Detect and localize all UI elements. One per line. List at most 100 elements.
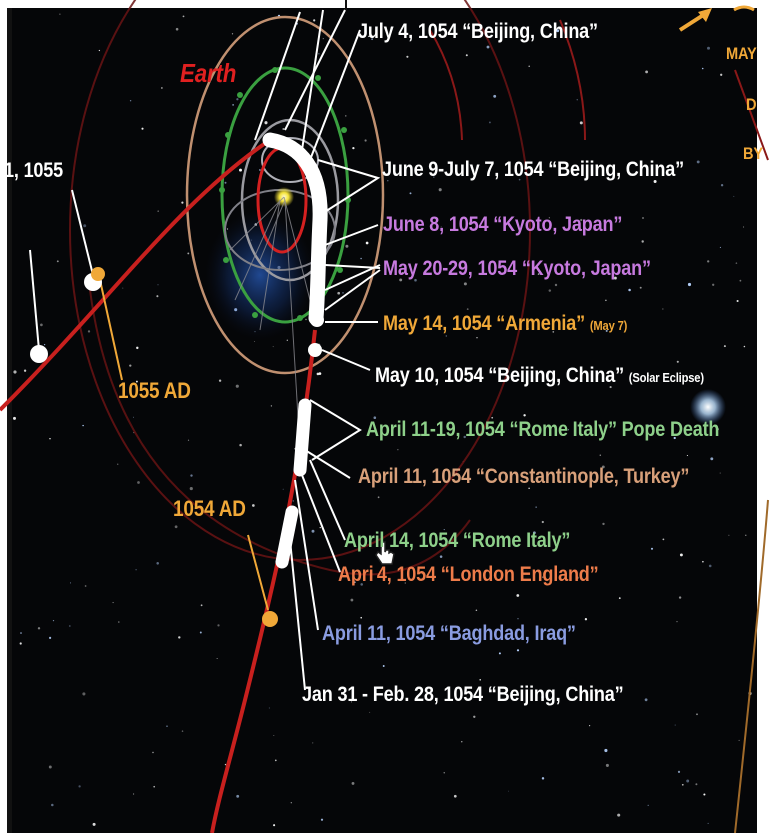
- star: [642, 217, 644, 219]
- star: [273, 824, 276, 827]
- star: [264, 121, 268, 125]
- star: [40, 323, 43, 327]
- star: [360, 616, 362, 619]
- star: [720, 73, 723, 76]
- star: [360, 257, 362, 260]
- star: [716, 428, 719, 431]
- star: [645, 70, 648, 74]
- label-1054-ad: 1054 AD: [173, 496, 246, 521]
- observation-track-mid: [293, 398, 312, 477]
- star: [371, 38, 374, 41]
- star: [322, 38, 324, 40]
- label-right-d: D: [746, 95, 757, 114]
- star: [78, 785, 81, 788]
- label-apr11-baghdad: April 11, 1054 “Baghdad, Iraq”: [322, 622, 576, 645]
- star: [84, 585, 87, 587]
- star: [465, 54, 468, 57]
- star: [646, 424, 649, 427]
- star: [701, 67, 704, 70]
- star: [37, 627, 41, 630]
- star: [508, 790, 509, 792]
- star: [681, 783, 684, 786]
- star: [49, 437, 51, 440]
- star: [686, 779, 690, 783]
- star: [52, 620, 55, 622]
- star: [182, 15, 185, 18]
- star: [644, 698, 648, 702]
- star: [516, 649, 520, 652]
- star: [541, 520, 544, 524]
- star: [453, 794, 457, 798]
- star: [153, 785, 156, 788]
- star: [662, 538, 665, 541]
- star: [521, 226, 523, 228]
- star: [181, 201, 184, 204]
- star: [387, 180, 389, 182]
- star: [318, 372, 322, 375]
- star: [491, 416, 494, 419]
- star: [588, 227, 590, 230]
- star: [282, 127, 285, 131]
- orbit-marker-1054: [262, 611, 278, 627]
- label-may10-beijing: May 10, 1054 “Beijing, China” (Solar Ecl…: [375, 364, 704, 387]
- star: [486, 45, 490, 49]
- star: [216, 657, 218, 659]
- star: [181, 730, 184, 732]
- star: [735, 262, 738, 264]
- star: [157, 210, 159, 212]
- star: [199, 631, 202, 634]
- star: [576, 576, 579, 580]
- star: [696, 160, 700, 164]
- star: [187, 439, 190, 441]
- star: [274, 759, 277, 762]
- star: [674, 724, 676, 726]
- orbit-fragment-1: [429, 29, 463, 141]
- star: [719, 472, 721, 474]
- star: [548, 217, 550, 219]
- star: [290, 802, 292, 804]
- star: [712, 283, 715, 286]
- star: [736, 299, 739, 303]
- star: [189, 487, 193, 491]
- star: [479, 679, 481, 681]
- star: [129, 364, 132, 367]
- label-apr11-19-rome: April 11-19, 1054 “Rome Italy” Pope Deat…: [366, 418, 720, 441]
- star: [523, 414, 526, 417]
- star: [353, 581, 356, 584]
- star: [393, 260, 396, 263]
- star: [373, 416, 377, 420]
- observation-dot-1: [310, 313, 324, 327]
- star: [676, 360, 679, 363]
- star: [133, 416, 135, 418]
- star: [320, 818, 324, 821]
- star: [567, 429, 570, 431]
- star: [187, 252, 190, 255]
- star: [707, 260, 710, 263]
- star: [218, 379, 222, 382]
- star: [602, 522, 605, 526]
- star: [641, 240, 644, 243]
- star: [476, 337, 478, 339]
- star: [662, 308, 664, 310]
- tan-orbit-ring: [185, 15, 385, 375]
- hand-cursor-icon: [375, 541, 395, 565]
- star: [647, 374, 650, 377]
- star: [517, 618, 519, 620]
- star: [443, 772, 445, 774]
- star: [687, 282, 692, 287]
- label-apr11-constantinople: April 11, 1054 “Constantinople, Turkey”: [358, 465, 690, 488]
- star: [286, 339, 288, 341]
- star: [13, 370, 17, 374]
- star: [175, 27, 179, 31]
- star: [311, 529, 315, 533]
- star: [556, 29, 560, 33]
- star: [305, 318, 307, 321]
- star-field: [13, 13, 752, 827]
- star: [232, 104, 234, 106]
- label-jan31-feb28-beijing: Jan 31 - Feb. 28, 1054 “Beijing, China”: [302, 683, 624, 706]
- label-may14-armenia: May 14, 1054 “Armenia” (May 7): [383, 312, 628, 335]
- star: [43, 343, 46, 346]
- star: [135, 380, 138, 383]
